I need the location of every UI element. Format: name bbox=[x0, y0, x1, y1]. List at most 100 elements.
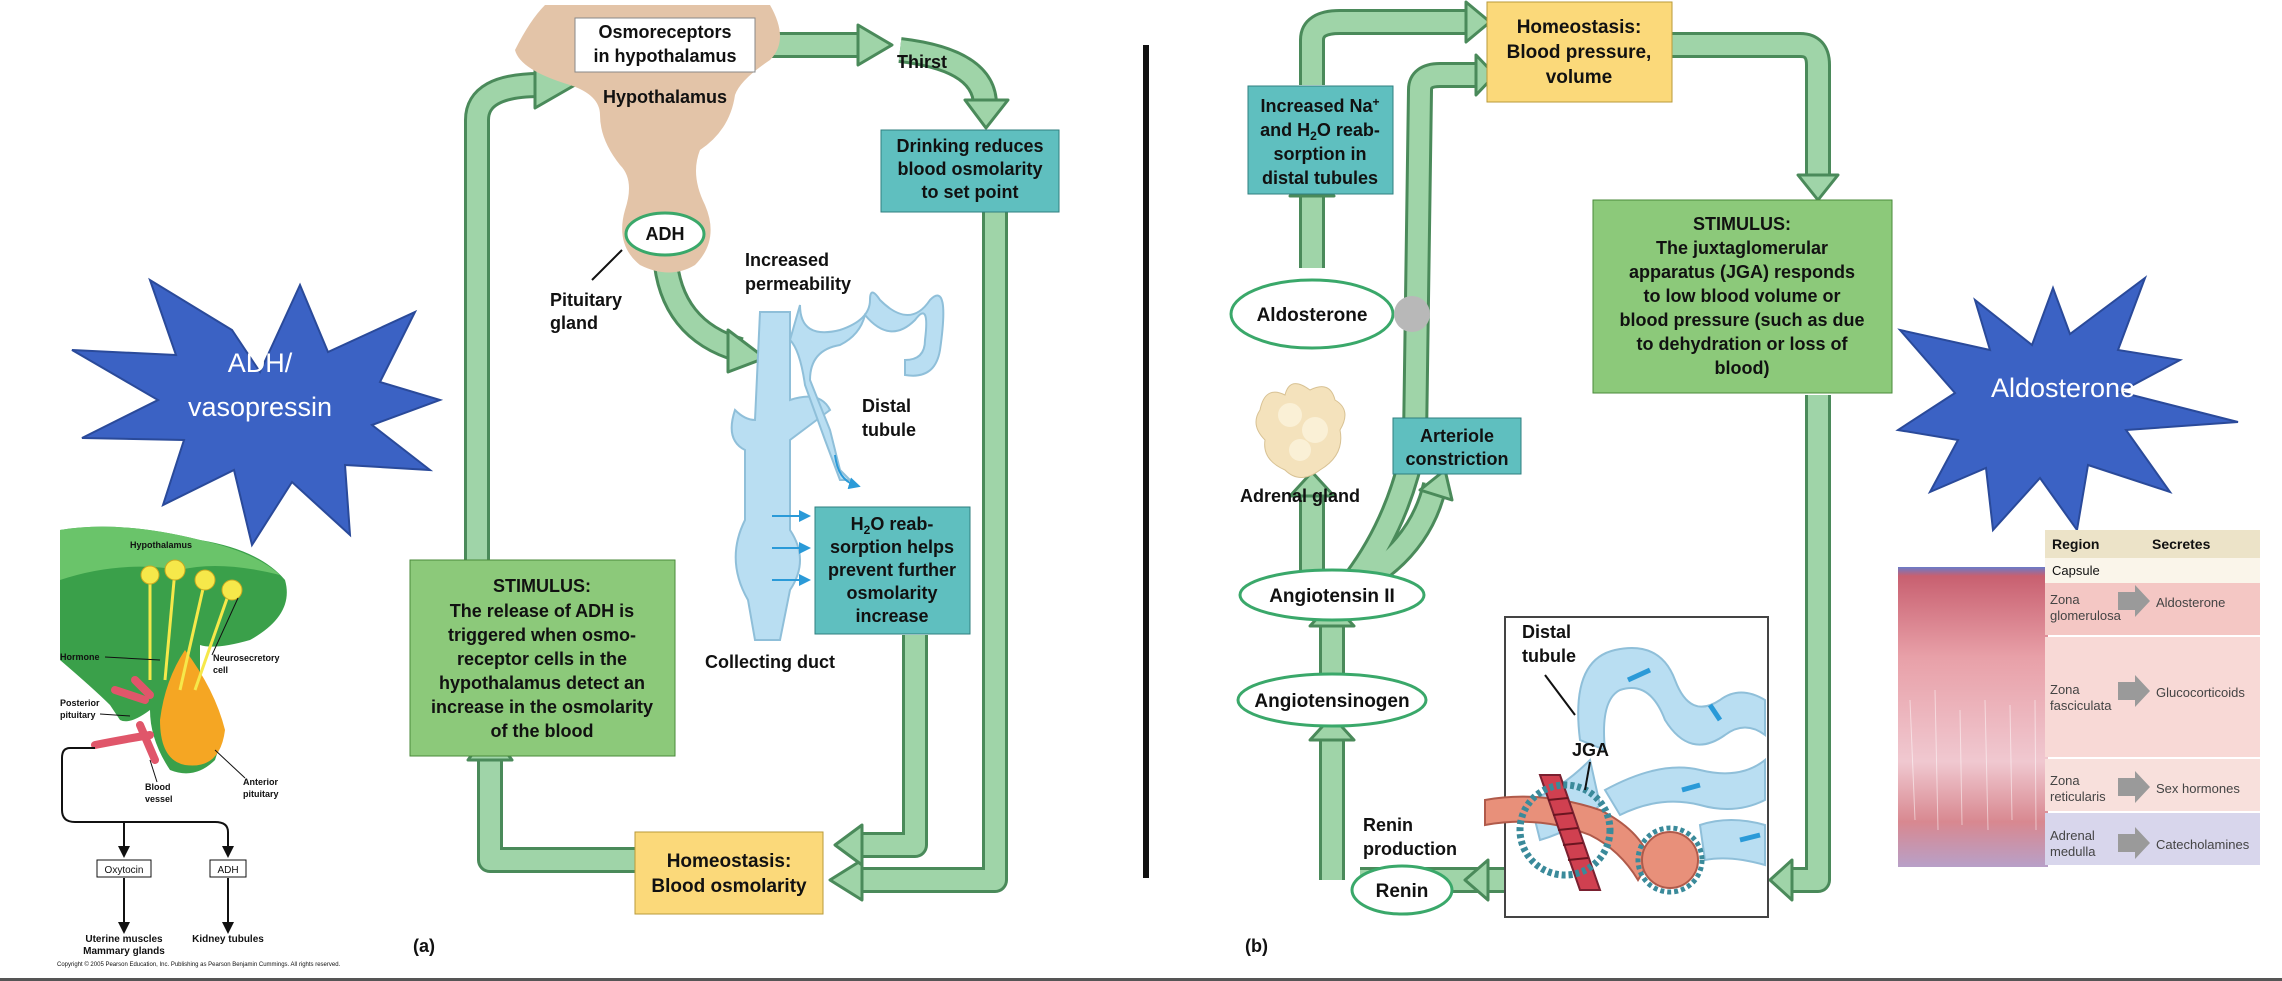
inset-branch-line bbox=[61, 747, 234, 858]
adh-feedback-arrows bbox=[464, 23, 1010, 902]
adh-oval: ADH bbox=[624, 211, 706, 257]
adh-stimulus-box: STIMULUS: The release of ADH is triggere… bbox=[409, 559, 676, 757]
jga-distal-line2: tubule bbox=[1522, 646, 1576, 666]
adh-stimulus-line6: of the blood bbox=[491, 721, 594, 741]
blood-osmolarity-line1: Homeostasis: bbox=[667, 851, 792, 872]
blood-pressure-line2: Blood pressure, bbox=[1507, 42, 1652, 63]
table-header bbox=[2045, 530, 2260, 558]
adh-label: ADH bbox=[646, 224, 685, 244]
inset-target-left-line2: Mammary glands bbox=[83, 946, 165, 957]
adh-stimulus-line1: The release of ADH is bbox=[450, 601, 634, 621]
inset-hormone-pointer bbox=[104, 656, 161, 661]
bottom-border bbox=[0, 978, 2282, 981]
grey-dot bbox=[1394, 296, 1430, 332]
blood-osmolarity-line2: Blood osmolarity bbox=[651, 876, 807, 897]
table-row-fasciculata bbox=[2045, 637, 2260, 757]
table-header-secretes: Secretes bbox=[2152, 536, 2211, 552]
inset-hormone-label: Hormone bbox=[60, 652, 100, 662]
inset-neurosecretory-line1: Neurosecretory bbox=[213, 653, 280, 663]
sodium-label-line1: Increased Na+ bbox=[1260, 95, 1379, 116]
raas-stimulus-box: STIMULUS: The juxtaglomerular apparatus … bbox=[1592, 199, 1893, 394]
table-row4-secretes: Catecholamines bbox=[2156, 837, 2250, 852]
table-row4-region-line1: Adrenal bbox=[2050, 828, 2095, 843]
table-row1-region-line1: Zona bbox=[2050, 592, 2080, 607]
panel-a-label: (a) bbox=[413, 936, 435, 956]
tubule-flow-arrow bbox=[834, 454, 861, 490]
jga-label: JGA bbox=[1572, 740, 1609, 760]
raas-stimulus-line6: blood) bbox=[1715, 358, 1770, 378]
raas-stimulus-line3: to low blood volume or bbox=[1644, 286, 1841, 306]
h2o-reabsorption-box: H2O reab- sorption helps prevent further… bbox=[814, 506, 971, 635]
inset-blood-line1: Blood bbox=[145, 782, 171, 792]
aldosterone-label: Aldosterone bbox=[1257, 305, 1368, 326]
inset-anterior-pointer bbox=[214, 749, 246, 779]
adh-stimulus-line5: increase in the osmolarity bbox=[431, 697, 653, 717]
sodium-label-line4: distal tubules bbox=[1262, 168, 1378, 188]
adrenal-gland-label: Adrenal gland bbox=[1240, 486, 1360, 506]
jga-distal-pointer bbox=[1544, 674, 1576, 716]
distal-tubule-label-line1: Distal bbox=[862, 396, 911, 416]
drinking-label-line1: Drinking reduces bbox=[896, 136, 1043, 156]
drinking-box: Drinking reduces blood osmolarity to set… bbox=[880, 129, 1060, 213]
inset-oxytocin-label: Oxytocin bbox=[105, 865, 144, 876]
table-row3-secretes: Sex hormones bbox=[2156, 781, 2240, 796]
water-reabsorption-arrows bbox=[772, 510, 811, 586]
table-row3-region-line2: reticularis bbox=[2050, 789, 2106, 804]
drinking-label-line2: blood osmolarity bbox=[897, 159, 1042, 179]
table-row1-secretes: Aldosterone bbox=[2156, 595, 2225, 610]
pituitary-pointer bbox=[591, 249, 623, 281]
renin-production-line1: Renin bbox=[1363, 815, 1413, 835]
table-header-region: Region bbox=[2052, 536, 2099, 552]
inset-posterior-pointer bbox=[99, 713, 131, 717]
table-row3-region-line1: Zona bbox=[2050, 773, 2080, 788]
pituitary-label-line1: Pituitary bbox=[550, 290, 622, 310]
thirst-label: Thirst bbox=[897, 52, 947, 72]
aldosterone-starburst-label: Aldosterone bbox=[1991, 373, 2135, 403]
blood-pressure-box: Homeostasis: Blood pressure, volume bbox=[1486, 1, 1673, 103]
adrenal-cortex-table: Region Secretes Capsule Zona glomerulosa… bbox=[1898, 530, 2260, 867]
raas-stimulus-line2: apparatus (JGA) responds bbox=[1629, 262, 1855, 282]
osmoreceptors-label-line2: in hypothalamus bbox=[593, 46, 736, 66]
hypothalamus-label: Hypothalamus bbox=[603, 87, 727, 107]
osmoreceptors-box: Osmoreceptors in hypothalamus bbox=[574, 17, 756, 73]
inset-posterior-line2: pituitary bbox=[60, 710, 96, 720]
adrenal-gland-shape bbox=[1255, 383, 1346, 478]
angiotensinogen-label: Angiotensinogen bbox=[1254, 691, 1409, 712]
angiotensin-ii-oval: Angiotensin II bbox=[1238, 568, 1426, 622]
adh-starburst-label-line2: vasopressin bbox=[188, 392, 332, 422]
sodium-reabsorption-box: Increased Na+ and H2O reab- sorption in … bbox=[1247, 85, 1394, 195]
adh-stimulus-title: STIMULUS: bbox=[493, 576, 591, 596]
h2o-label-line4: osmolarity bbox=[846, 583, 937, 603]
table-row2-secretes: Glucocorticoids bbox=[2156, 685, 2245, 700]
increased-permeability-line2: permeability bbox=[745, 274, 851, 294]
renin-oval: Renin bbox=[1350, 864, 1454, 916]
pituitary-label-line2: gland bbox=[550, 313, 598, 333]
table-row-capsule bbox=[2045, 558, 2260, 583]
raas-stimulus-title: STIMULUS: bbox=[1693, 214, 1791, 234]
inset-target-right: Kidney tubules bbox=[192, 934, 264, 945]
drinking-label-line3: to set point bbox=[922, 182, 1019, 202]
h2o-label-line3: prevent further bbox=[828, 560, 956, 580]
table-row4-region-line2: medulla bbox=[2050, 844, 2096, 859]
h2o-label-line2: sorption helps bbox=[830, 537, 954, 557]
collecting-duct-label: Collecting duct bbox=[705, 652, 835, 672]
inset-oxytocin-box bbox=[96, 859, 152, 878]
inset-blood-line2: vessel bbox=[145, 794, 173, 804]
sodium-label-line2: and H2O reab- bbox=[1260, 120, 1380, 143]
arteriole-label-line1: Arteriole bbox=[1420, 426, 1494, 446]
angiotensin-ii-label: Angiotensin II bbox=[1269, 586, 1395, 607]
inset-neurosecretory-pointer bbox=[211, 597, 239, 656]
inset-hypothalamus-label: Hypothalamus bbox=[130, 540, 192, 550]
inset-copyright: Copyright © 2005 Pearson Education, Inc.… bbox=[57, 961, 341, 968]
inset-posterior-line1: Posterior bbox=[60, 698, 100, 708]
inset-anterior-line2: pituitary bbox=[243, 789, 279, 799]
inset-neurosecretory-line2: cell bbox=[213, 665, 228, 675]
tissue-micrograph bbox=[1898, 567, 2048, 867]
table-capsule-label: Capsule bbox=[2052, 563, 2100, 578]
aldosterone-oval: Aldosterone bbox=[1229, 278, 1395, 350]
aldosterone-starburst: Aldosterone bbox=[1895, 275, 2239, 533]
renin-label: Renin bbox=[1376, 881, 1429, 902]
adh-starburst: ADH/ vasopressin bbox=[71, 277, 444, 548]
